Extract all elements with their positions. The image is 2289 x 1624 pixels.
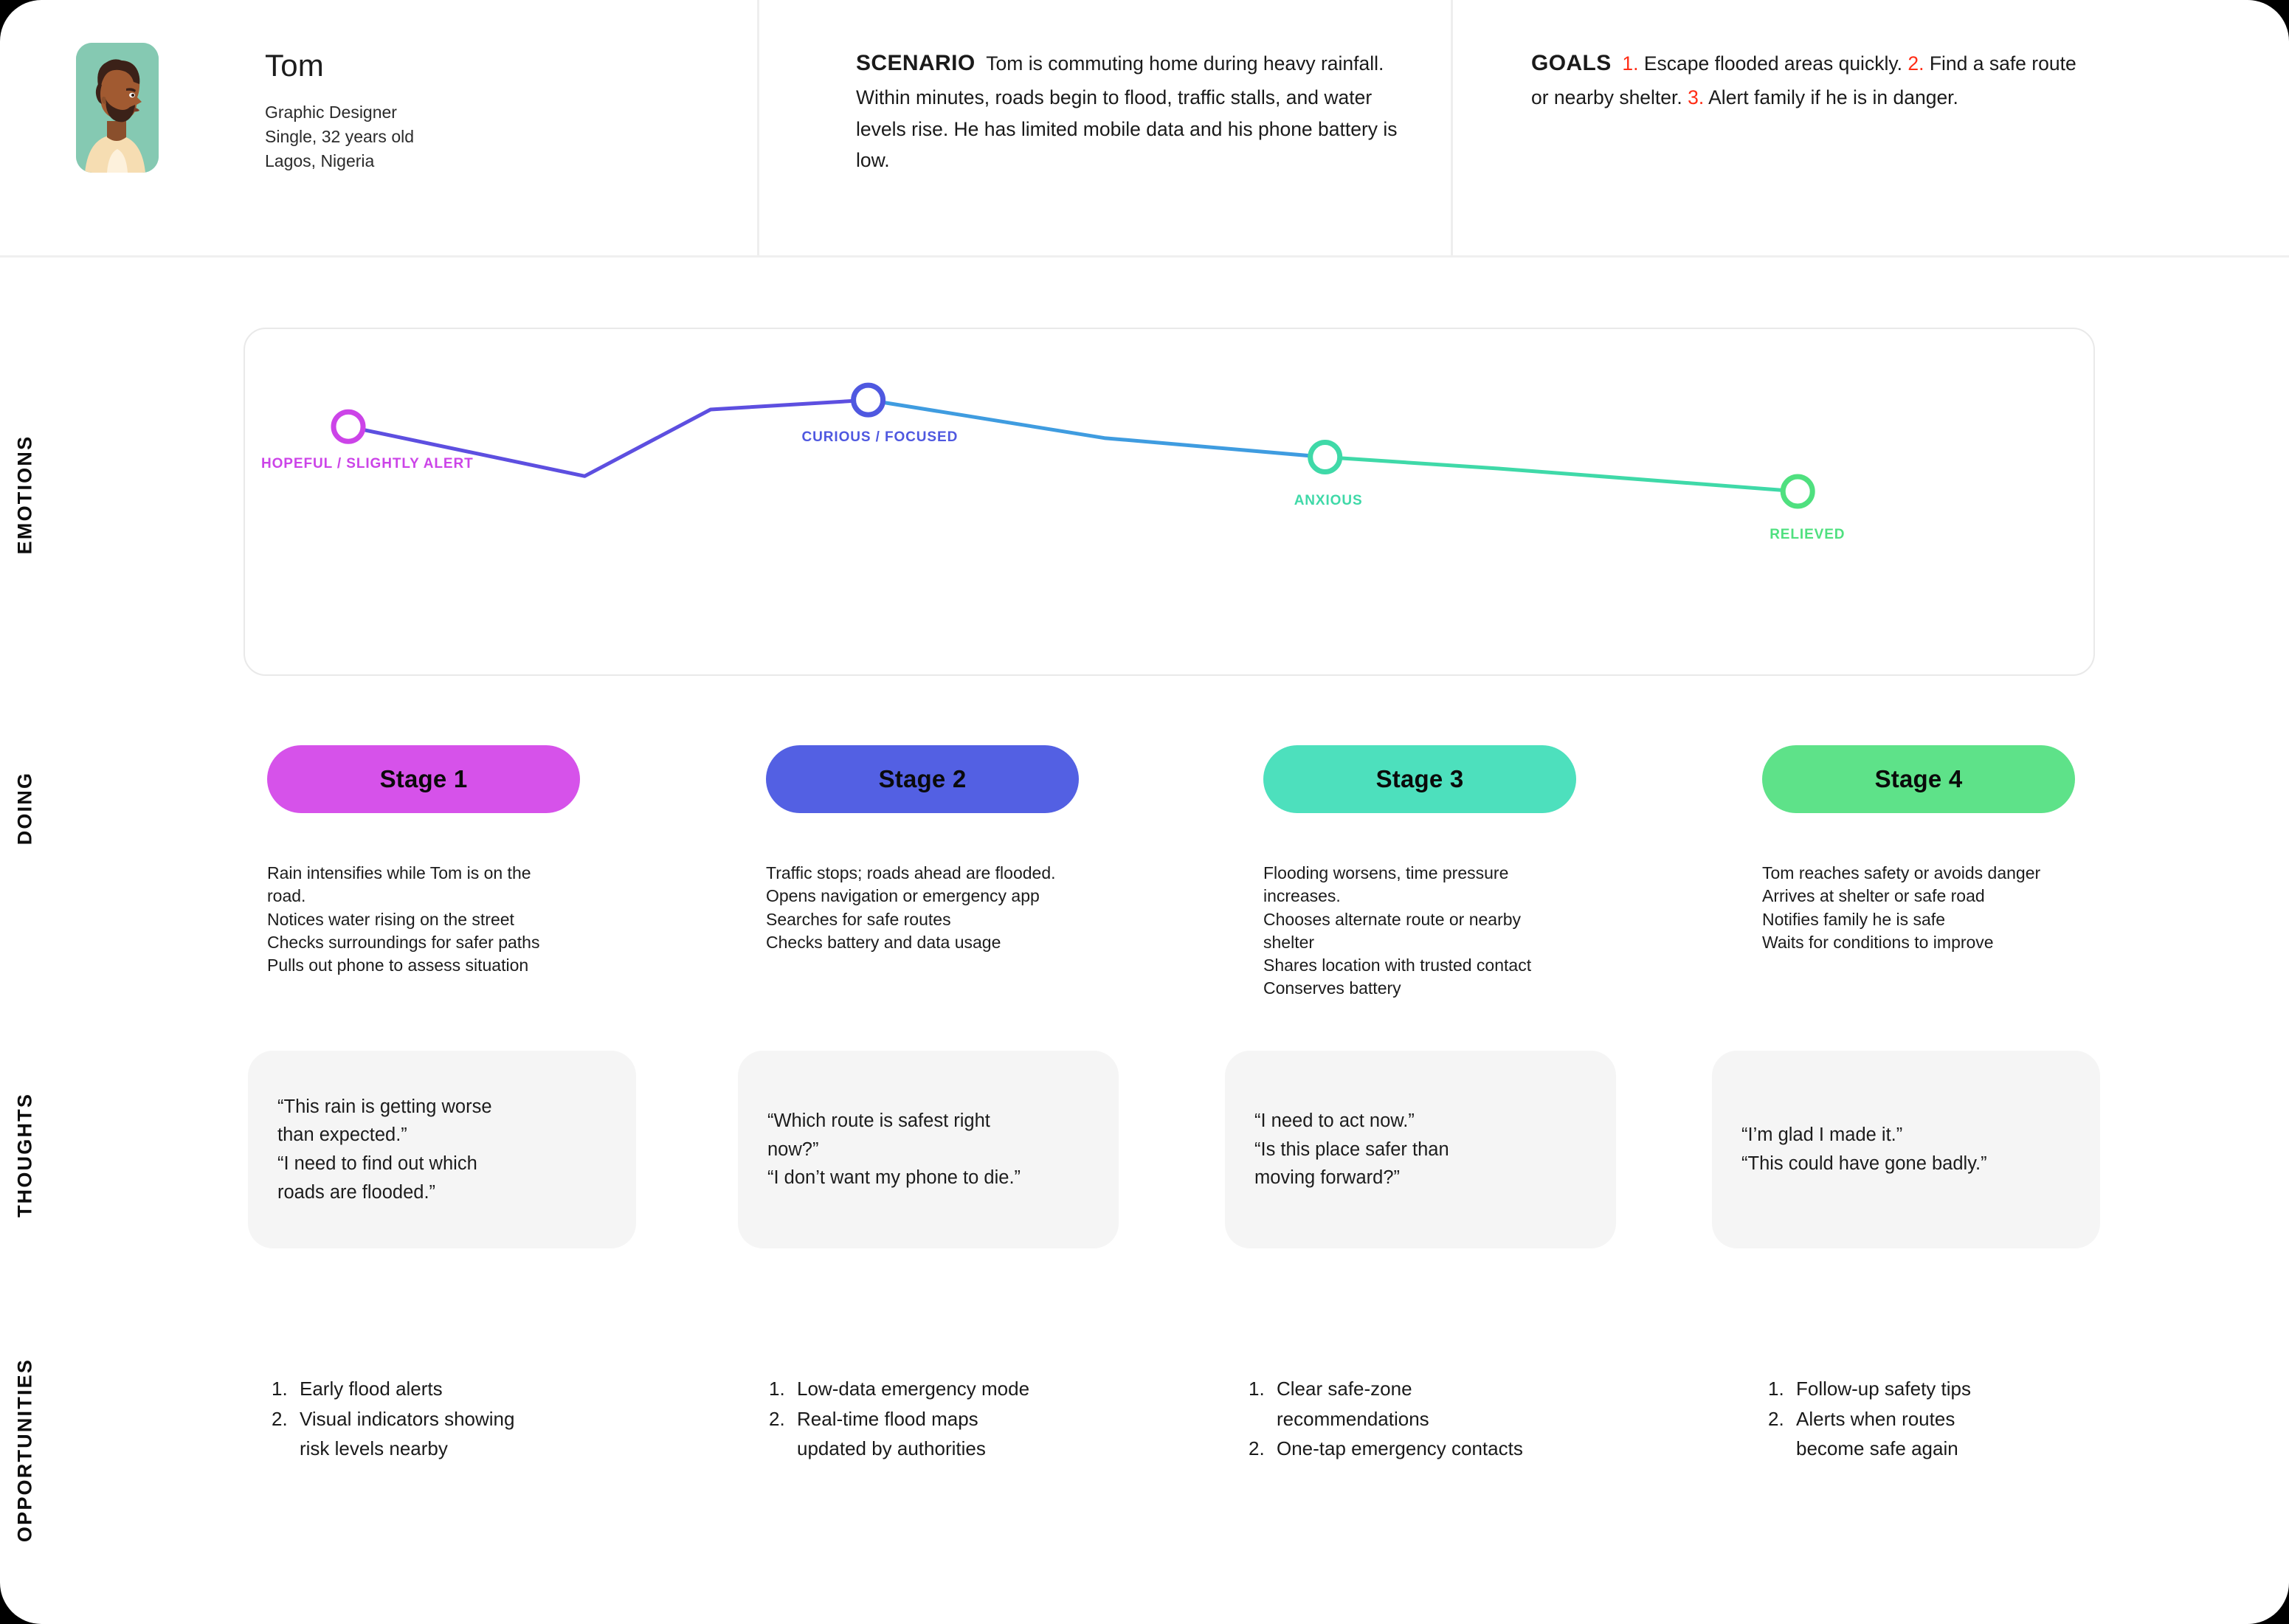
row-label-thoughts: THOUGHTS xyxy=(13,1092,36,1218)
row-label-opportunities: OPPORTUNITIES xyxy=(13,1358,36,1543)
persona-text: Tom Graphic Designer Single, 32 years ol… xyxy=(265,50,414,173)
opportunity-text: Real-time flood maps updated by authorit… xyxy=(797,1407,986,1460)
row-label-doing: DOING xyxy=(13,771,36,846)
goal-number-2: 2. xyxy=(1908,52,1924,75)
opportunity-list-1: 1. Early flood alerts 2. Visual indicators … xyxy=(272,1374,670,1464)
emotion-label-1: HOPEFUL / SLIGHTLY ALERT xyxy=(261,456,474,472)
opportunity-number: 2. xyxy=(769,1407,785,1430)
opportunity-list-3: 1. Clear safe-zone recommendations 2. One-t… xyxy=(1249,1374,1647,1464)
emotion-label-4: RELIEVED xyxy=(1770,526,1846,542)
emotion-point-3[interactable] xyxy=(1308,440,1343,474)
opportunity-item: 1. Early flood alerts xyxy=(272,1374,670,1404)
opportunity-item: 1. Follow-up safety tips xyxy=(1768,1374,2167,1404)
opportunity-text: Low-data emergency mode xyxy=(797,1378,1030,1400)
opportunity-item: 2. Real-time flood maps updated by author… xyxy=(769,1404,1167,1464)
goal-text-2: Find a safe route or nearby shelter. xyxy=(1531,52,2076,108)
goals-block: GOALS 1. Escape flooded areas quickly. 2… xyxy=(1531,46,2077,114)
persona-role: Graphic Designer xyxy=(265,103,397,122)
opportunity-text: One-tap emergency contacts xyxy=(1277,1437,1523,1460)
opportunity-text: Follow-up safety tips xyxy=(1796,1378,1971,1400)
persona-status: Single, 32 years old xyxy=(265,127,415,147)
header-divider-2 xyxy=(1451,0,1453,257)
header-bottom-divider xyxy=(0,255,2289,258)
opportunity-list-4: 1. Follow-up safety tips 2. Alerts when rou… xyxy=(1768,1374,2167,1464)
goals-label: GOALS xyxy=(1531,51,1612,75)
emotion-label-3: ANXIOUS xyxy=(1294,492,1363,508)
persona-header: Tom Graphic Designer Single, 32 years ol… xyxy=(0,0,2289,258)
emotion-line-segment-3 xyxy=(1323,455,1800,494)
thought-card-1[interactable]: “This rain is getting worse than expecte… xyxy=(248,1051,636,1248)
persona-location: Lagos, Nigeria xyxy=(265,151,375,171)
opportunity-number: 1. xyxy=(272,1378,288,1400)
emotion-line-chart xyxy=(331,382,1815,509)
opportunity-number: 1. xyxy=(1249,1378,1265,1400)
opportunity-number: 2. xyxy=(1249,1437,1265,1460)
emotion-label-2: CURIOUS / FOCUSED xyxy=(801,429,959,446)
avatar xyxy=(76,43,159,173)
opportunity-number: 2. xyxy=(272,1407,288,1430)
scenario-block: SCENARIO Tom is commuting home during he… xyxy=(856,46,1417,176)
goal-text-1: Escape flooded areas quickly. xyxy=(1638,52,1908,75)
persona-name: Tom xyxy=(265,48,324,83)
emotion-line-segment-2 xyxy=(866,398,1328,459)
goal-number-3: 3. xyxy=(1688,86,1705,108)
emotion-chart-card: HOPEFUL / SLIGHTLY ALERT CURIOUS / FOCUSE… xyxy=(244,328,2095,676)
doing-text-1: Rain intensifies while Tom is on the roa… xyxy=(267,863,540,975)
opportunity-text: Early flood alerts xyxy=(300,1378,443,1400)
opportunity-item: 2. Alerts when routes become safe again xyxy=(1768,1404,2167,1464)
opportunity-list-2: 1. Low-data emergency mode 2. Real-time flo… xyxy=(769,1374,1167,1464)
opportunity-text: Alerts when routes become safe again xyxy=(1796,1407,1958,1460)
thought-text-2: “Which route is safest right now?” “I do… xyxy=(767,1110,1021,1189)
emotion-point-1[interactable] xyxy=(331,409,366,444)
emotion-point-4[interactable] xyxy=(1780,474,1815,509)
thought-text-3: “I need to act now.” “Is this place safe… xyxy=(1254,1110,1449,1189)
thought-card-4[interactable]: “I’m glad I made it.” “This could have g… xyxy=(1712,1051,2100,1248)
doing-text-4: Tom reaches safety or avoids danger Arri… xyxy=(1762,863,2041,952)
row-label-emotions: EMOTIONS xyxy=(13,435,36,555)
header-divider-1 xyxy=(757,0,759,257)
thought-card-3[interactable]: “I need to act now.” “Is this place safe… xyxy=(1225,1051,1616,1248)
goal-number-1: 1. xyxy=(1622,52,1639,75)
thought-text-4: “I’m glad I made it.” “This could have g… xyxy=(1741,1124,1987,1174)
opportunity-number: 1. xyxy=(769,1378,785,1400)
thought-card-2[interactable]: “Which route is safest right now?” “I do… xyxy=(738,1051,1119,1248)
opportunity-item: 1. Low-data emergency mode xyxy=(769,1374,1167,1404)
opportunity-number: 2. xyxy=(1768,1407,1784,1430)
opportunity-text: Visual indicators showing risk levels ne… xyxy=(300,1407,515,1460)
scenario-label: SCENARIO xyxy=(856,51,976,75)
goal-text-3: Alert family if he is in danger. xyxy=(1704,86,1958,108)
emotion-point-2[interactable] xyxy=(851,382,886,418)
stage-pill-4[interactable]: Stage 4 xyxy=(1762,745,2075,813)
stage-pill-1[interactable]: Stage 1 xyxy=(267,745,580,813)
opportunity-number: 1. xyxy=(1768,1378,1784,1400)
opportunity-item: 2. One-tap emergency contacts xyxy=(1249,1434,1647,1464)
stage-pill-2[interactable]: Stage 2 xyxy=(766,745,1079,813)
doing-text-3: Flooding worsens, time pressure increase… xyxy=(1263,863,1532,998)
persona-block: Tom Graphic Designer Single, 32 years ol… xyxy=(76,43,681,212)
emotion-line-segment-1 xyxy=(346,398,871,478)
opportunity-item: 2. Visual indicators showing risk levels … xyxy=(272,1404,670,1464)
opportunity-item: 1. Clear safe-zone recommendations xyxy=(1249,1374,1647,1434)
thought-text-1: “This rain is getting worse than expecte… xyxy=(277,1096,492,1203)
doing-text-2: Traffic stops; roads ahead are flooded. … xyxy=(766,863,1056,952)
scenario-text: Tom is commuting home during heavy rainf… xyxy=(856,52,1398,172)
stage-pill-3[interactable]: Stage 3 xyxy=(1263,745,1576,813)
opportunity-text: Clear safe-zone recommendations xyxy=(1277,1378,1429,1430)
